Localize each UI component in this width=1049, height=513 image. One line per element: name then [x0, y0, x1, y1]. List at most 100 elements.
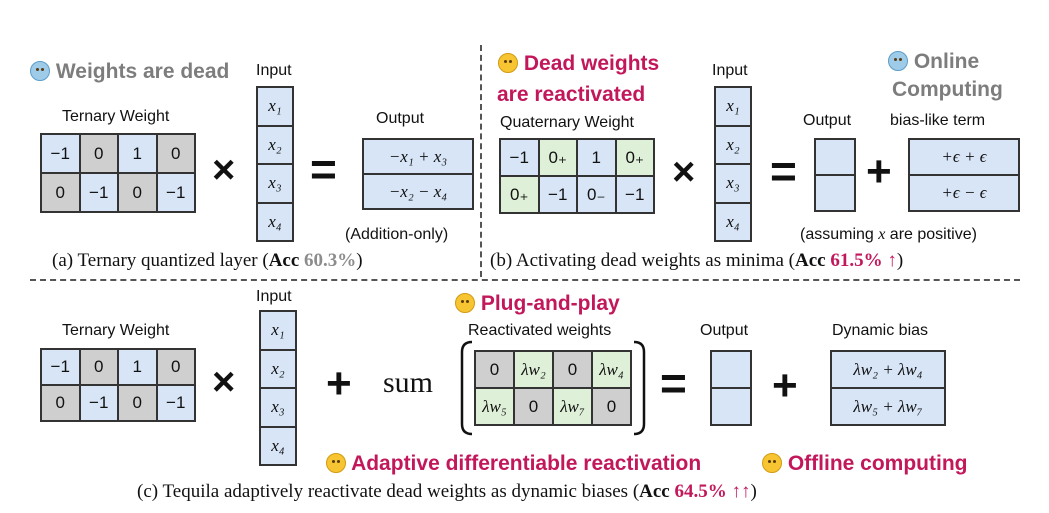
matrix-cell: 0 [79, 134, 118, 173]
panel-a-output-label: Output [376, 110, 425, 127]
times-operator: × [212, 360, 236, 404]
matrix-cell: 0 [475, 351, 514, 388]
smiling-face-icon [498, 53, 518, 73]
smiling-face-icon [326, 453, 346, 473]
matrix-cell: −1 [41, 349, 80, 385]
matrix-cell: λw₄ [592, 351, 631, 388]
panel-a-title-text: Weights are dead [55, 60, 230, 83]
panel-b-title-line1: Dead weights [523, 52, 660, 75]
matrix-cell: 0 [514, 388, 553, 425]
matrix-cell: λw₅ [475, 388, 514, 425]
panel-b-input-label: Input [712, 62, 748, 79]
panel-c-adaptive-title: Adaptive differentiable reactivation [326, 452, 701, 476]
panel-b-title: Dead weights [498, 52, 659, 76]
vector-cell: x₁ [260, 311, 296, 350]
panel-b-title-line2: are reactivated [497, 83, 646, 106]
panel-a-title: Weights are dead [30, 60, 229, 84]
caption-a-post: ) [356, 250, 363, 271]
matrix-cell: 0 [41, 385, 80, 421]
matrix-cell: −1 [41, 134, 80, 173]
vector-cell: x₂ [715, 125, 751, 164]
panel-c-output-label: Output [700, 322, 749, 339]
smiling-face-icon [455, 293, 475, 313]
crying-face-icon [888, 51, 908, 71]
matrix-cell: 1 [118, 349, 157, 385]
crying-face-icon [30, 61, 50, 81]
matrix-cell: λw₇ [553, 388, 592, 425]
panel-b-quaternary-label: Quaternary Weight [500, 114, 634, 131]
matrix-cell: −1 [156, 385, 195, 421]
times-operator: × [212, 148, 236, 192]
matrix-cell: 0 [156, 349, 195, 385]
smiling-face-icon [762, 453, 782, 473]
left-bracket [460, 340, 473, 436]
vector-cell: x₃ [260, 388, 296, 427]
panel-a-ternary-label: Ternary Weight [62, 108, 170, 125]
panel-b-note: (assuming x are positive) [800, 226, 977, 244]
matrix-cell: −1 [500, 139, 539, 176]
vector-cell: x₂ [260, 349, 296, 388]
plus-operator: + [772, 361, 798, 410]
caption-b-pre: (b) Activating dead weights as minima ( [490, 250, 795, 271]
panel-b-online-line1: Online [913, 50, 980, 73]
matrix-cell: 0₊ [615, 139, 654, 176]
vector-cell: +ϵ + ϵ [909, 139, 1019, 175]
matrix-cell: 0 [553, 351, 592, 388]
matrix-cell: 0₊ [538, 139, 577, 176]
panel-b-online-title: Online [888, 50, 979, 74]
vector-cell: x₄ [260, 426, 296, 465]
panel-b-output-vector [814, 138, 856, 212]
vector-cell: x₄ [715, 202, 751, 241]
matrix-cell: 0 [118, 385, 157, 421]
vector-cell: λw₅ + λw₇ [831, 388, 945, 425]
caption-a-acc-value: 60.3% [304, 250, 357, 271]
caption-c-pre: (c) Tequila adaptively reactivate dead w… [137, 481, 640, 502]
panel-b-note-pre: (assuming [800, 226, 879, 243]
sum-label: sum [383, 366, 434, 399]
vector-cell: x₁ [715, 87, 751, 126]
plus-operator: + [866, 147, 892, 196]
caption-b-post: ) [896, 250, 904, 271]
matrix-cell: 1 [118, 134, 157, 173]
panel-c-plug-title-text: Plug-and-play [480, 292, 620, 315]
panel-c-dynamic-label: Dynamic bias [832, 322, 929, 339]
vector-cell: −x₁ + x₃ [363, 139, 473, 174]
caption-a-acc-label: Acc [268, 250, 300, 271]
caption-c-post: ) [750, 481, 757, 502]
vector-cell [815, 139, 855, 175]
matrix-cell: 0 [118, 173, 157, 212]
vertical-separator [480, 45, 482, 277]
matrix-cell: 0 [592, 388, 631, 425]
panel-c-ternary-label: Ternary Weight [62, 322, 170, 339]
panel-c-offline-title: Offline computing [762, 452, 968, 476]
matrix-cell: 0 [156, 134, 195, 173]
matrix-cell: −1 [79, 173, 118, 212]
vector-cell: x₄ [257, 202, 293, 241]
equals-operator: = [660, 357, 687, 409]
vector-cell: −x₂ − x₄ [363, 174, 473, 209]
matrix-cell: 0₊ [500, 176, 539, 213]
matrix-cell: 0 [79, 349, 118, 385]
vector-cell [815, 175, 855, 211]
panel-b-caption: (b) Activating dead weights as minima (A… [490, 250, 903, 272]
panel-a-input-label: Input [256, 62, 292, 79]
equals-operator: = [770, 145, 797, 197]
matrix-cell: −1 [538, 176, 577, 213]
panel-a-output-vector: −x₁ + x₃−x₂ − x₄ [362, 138, 474, 210]
panel-c-output-vector [710, 350, 752, 426]
vector-cell: x₃ [715, 164, 751, 203]
vector-cell [711, 388, 751, 425]
vector-cell: x₂ [257, 125, 293, 164]
panel-b-note-var: x [878, 226, 886, 243]
panel-c-plug-title: Plug-and-play [455, 292, 620, 316]
matrix-cell: 0 [41, 173, 80, 212]
vector-cell: λw₂ + λw₄ [831, 351, 945, 388]
caption-a-pre: (a) Ternary quantized layer ( [52, 250, 269, 271]
panel-b-output-label: Output [803, 112, 852, 129]
vector-cell: x₁ [257, 87, 293, 126]
caption-c-acc-value: 64.5% ↑↑ [674, 481, 751, 502]
